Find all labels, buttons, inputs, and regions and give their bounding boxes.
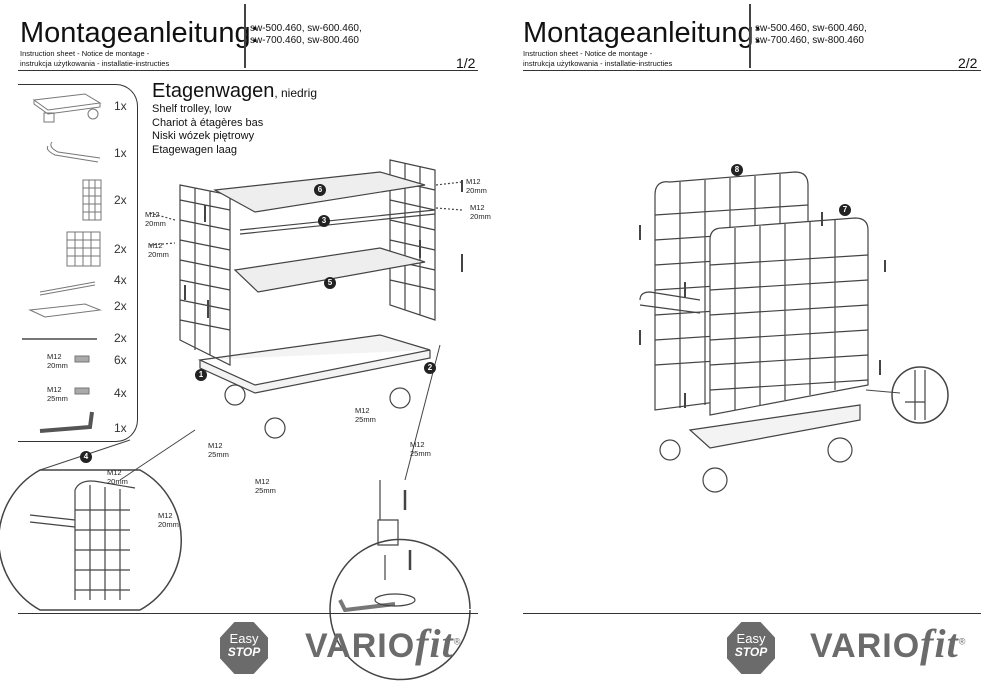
part-qty: 2x xyxy=(114,193,127,207)
handle-icon xyxy=(46,141,101,163)
step-8-badge: 8 xyxy=(731,164,743,176)
step-3-badge: 3 xyxy=(318,215,330,227)
subtitle-line-1: Instruction sheet - Notice de montage - xyxy=(20,49,150,58)
header-rule xyxy=(523,70,981,71)
detail-grid xyxy=(29,480,136,600)
p2-rear-grid xyxy=(654,171,809,411)
base-trolley-icon xyxy=(32,93,102,115)
detail-circle-4 xyxy=(0,469,182,611)
part-qty: 1x xyxy=(114,99,127,113)
arrow-icons xyxy=(403,490,412,570)
doc-title: Montageanleitung: xyxy=(523,17,762,49)
page-number: 2/2 xyxy=(958,55,978,71)
subtitle-line-2: instrukcja użytkowania - installatie-ins… xyxy=(20,59,170,68)
bolt-leaders xyxy=(149,181,463,246)
p2-front-grid xyxy=(709,217,869,416)
part-qty: 4x xyxy=(114,273,127,287)
detail-circle-2 xyxy=(329,538,471,681)
header-divider xyxy=(749,4,751,68)
wheel-icon xyxy=(87,108,99,120)
middle-shelf xyxy=(233,247,426,293)
arrow-icons xyxy=(184,180,463,318)
part-qty: 1x xyxy=(114,146,127,160)
product-translation: Etagewagen laag xyxy=(152,143,238,156)
subtitle: Instruction sheet - Notice de montage - … xyxy=(20,49,169,69)
p2-detail-circle xyxy=(891,366,949,424)
bolt-25-icon xyxy=(74,387,90,395)
bolt-20-icon xyxy=(74,355,90,363)
subtitle-line-2: instrukcja użytkowania - installatie-ins… xyxy=(523,59,673,68)
step-2-badge: 2 xyxy=(424,362,436,374)
part-qty: 6x xyxy=(114,353,127,367)
caster-detail xyxy=(377,480,399,580)
product-suffix: , niedrig xyxy=(274,86,318,100)
rod xyxy=(239,209,436,235)
footer-rule xyxy=(523,613,981,614)
shelf-bracket-icon xyxy=(39,281,96,296)
models-line-1: sw-500.460, sw-600.460, xyxy=(250,23,362,34)
page-number: 1/2 xyxy=(456,55,476,71)
part-qty: 2x xyxy=(114,331,127,345)
hex-key-icon xyxy=(39,411,94,433)
p2-handle xyxy=(639,291,701,314)
step-4-badge: 4 xyxy=(80,451,92,463)
models-line-2: sw-700.460, sw-800.460 xyxy=(755,35,864,46)
part-qty: 4x xyxy=(114,386,127,400)
step-6-badge: 6 xyxy=(314,184,326,196)
product-name: Etagenwagen xyxy=(152,80,275,102)
part-qty: 1x xyxy=(114,421,127,435)
narrow-grid-icon xyxy=(82,179,102,221)
product-translation: Chariot à étagères bas xyxy=(152,116,264,129)
step-1-badge: 1 xyxy=(195,369,207,381)
subtitle-line-1: Instruction sheet - Notice de montage - xyxy=(523,49,653,58)
footer-rule xyxy=(18,613,478,614)
models-line-1: sw-500.460, sw-600.460, xyxy=(755,23,867,34)
arrow-icons xyxy=(639,212,886,408)
part-qty: 2x xyxy=(114,299,127,313)
shelf-icon xyxy=(28,303,102,318)
p2-base xyxy=(688,404,861,449)
step-5-badge: 5 xyxy=(324,277,336,289)
model-numbers: sw-500.460, sw-600.460, sw-700.460, sw-8… xyxy=(250,23,362,47)
header-rule xyxy=(18,70,478,71)
model-numbers: sw-500.460, sw-600.460, sw-700.460, sw-8… xyxy=(755,23,867,47)
parts-list-box xyxy=(18,84,138,442)
product-heading: Etagenwagen, niedrig Shelf trolley, low … xyxy=(152,80,317,157)
subtitle: Instruction sheet - Notice de montage - … xyxy=(523,49,672,69)
variofit-logo: VARIOfit® xyxy=(305,621,462,666)
part-qty: 2x xyxy=(114,242,127,256)
variofit-logo: VARIOfit® xyxy=(810,621,967,666)
hex-key xyxy=(338,599,396,613)
step-7-badge: 7 xyxy=(839,204,851,216)
doc-title: Montageanleitung: xyxy=(20,17,259,49)
base-platform xyxy=(197,334,431,394)
models-line-2: sw-700.460, sw-800.460 xyxy=(250,35,359,46)
product-translation: Niski wózek piętrowy xyxy=(152,130,255,142)
product-translation: Shelf trolley, low xyxy=(152,103,232,115)
header-divider xyxy=(244,4,246,68)
